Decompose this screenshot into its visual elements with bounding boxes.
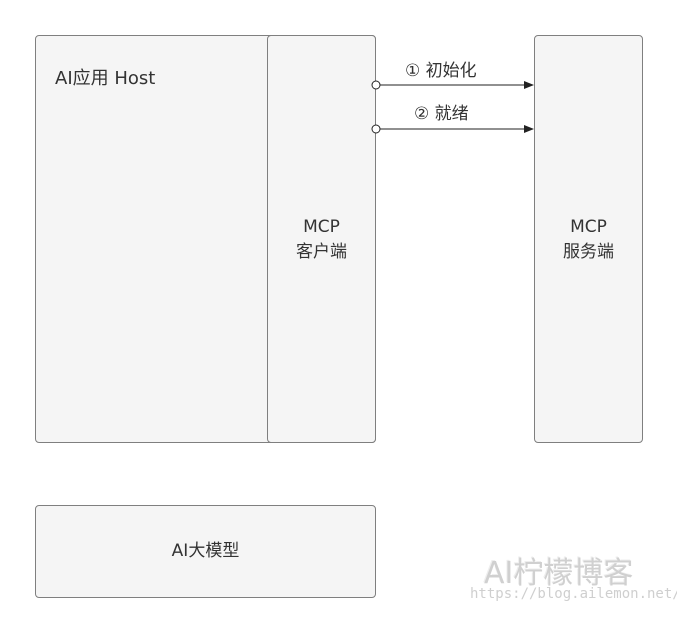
llm-label: AI大模型 <box>171 541 240 561</box>
ready-label: ② 就绪 <box>414 104 469 124</box>
mcp-server-label: MCP 服务端 <box>535 215 642 265</box>
mcp-client-label-line1: MCP <box>303 217 340 237</box>
mcp-client-label-line2: 客户端 <box>296 242 347 262</box>
mcp-server-label-line1: MCP <box>570 217 607 237</box>
mcp-client-label: MCP 客户端 <box>268 215 375 265</box>
mcp-server-box: MCP 服务端 <box>534 35 643 443</box>
mcp-server-label-line2: 服务端 <box>563 242 614 262</box>
initialize-arrow <box>371 80 534 90</box>
watermark-title: AI柠檬博客 <box>484 556 634 591</box>
mcp-client-box: MCP 客户端 <box>267 35 376 443</box>
ai-llm-box: AI大模型 <box>35 505 376 598</box>
ready-arrow-origin <box>371 124 381 134</box>
watermark-url: https://blog.ailemon.net/ <box>470 586 677 602</box>
ready-arrow <box>371 124 534 134</box>
host-label: AI应用 Host <box>55 68 156 89</box>
initialize-arrow-origin <box>371 80 381 90</box>
initialize-label: ① 初始化 <box>405 61 477 81</box>
